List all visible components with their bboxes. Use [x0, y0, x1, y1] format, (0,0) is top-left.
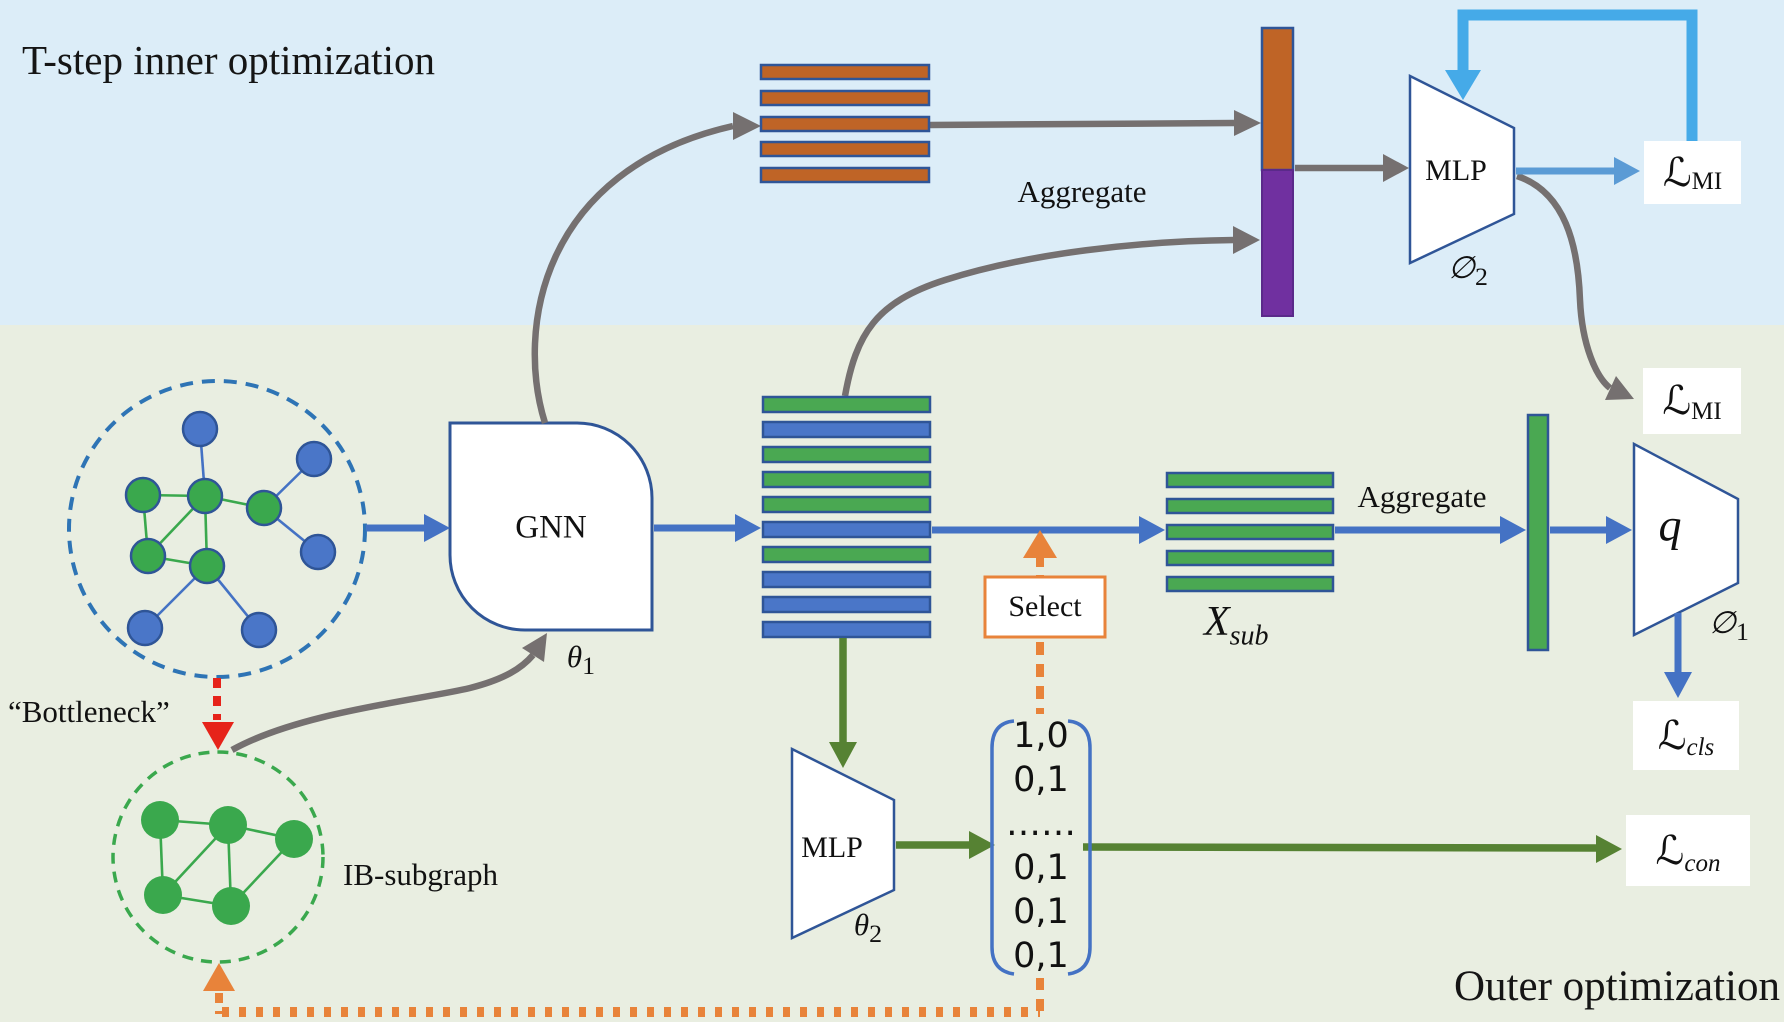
mlp-to-lmi-arrowhead [1614, 157, 1640, 185]
aggregate-bottom-label: Aggregate [1357, 479, 1487, 514]
ib-feedback-arrowhead [203, 963, 235, 991]
blue-arrows [366, 524, 1682, 674]
gnn-block [448, 421, 654, 632]
aggregated-negative-bar [1260, 26, 1295, 172]
embedding-bar-blue [761, 570, 932, 589]
outer-optimization-region [0, 325, 1784, 1022]
input-graph-nodes [124, 410, 337, 649]
ib-subgraph-dashed-circle [111, 750, 325, 964]
embedding-bar-green [1165, 575, 1335, 593]
embedding-bar-orange [759, 89, 931, 107]
ib-subgraph-label: IB-subgraph [343, 857, 498, 892]
vector-row: …… [1006, 804, 1076, 844]
aggregate-top-label: Aggregate [1017, 174, 1147, 209]
vector-row: 0,1 [1013, 892, 1069, 932]
theta1-label: θ1 [566, 638, 596, 681]
embedding-bar-green [761, 395, 932, 414]
subgraph-embedding-stack [1165, 471, 1335, 593]
phi2-label: ∅2 [1448, 249, 1488, 292]
q-label: q [1658, 499, 1682, 551]
embedding-bar-blue [761, 520, 932, 539]
gnn-label: GNN [515, 509, 587, 546]
vector-row: 0,1 [1013, 760, 1069, 800]
embedding-bar-green [761, 495, 932, 514]
ib-subgraph-nodes [141, 801, 313, 925]
mlp-inner-block [1408, 73, 1516, 265]
gnn-to-negbars-curve [531, 122, 734, 424]
embedding-bar-orange [759, 63, 931, 81]
negbars-to-bar-line [929, 119, 1235, 129]
aggregated-positive-bar [1261, 169, 1294, 317]
negative-embedding-stack [759, 63, 931, 184]
mlp-inner-label: MLP [1425, 154, 1487, 187]
blue-arrowheads [424, 514, 1692, 698]
embedding-bar-green [761, 445, 932, 464]
q-block [1632, 441, 1740, 638]
input-graph-dashed-circle [67, 379, 367, 679]
select-label: Select [1008, 590, 1082, 623]
mi-feedback-loop [1457, 9, 1698, 142]
embedding-bar-green [1165, 523, 1335, 541]
mi-feedback-arrowhead [1445, 70, 1481, 100]
xsub-label: Xsub [1204, 599, 1269, 652]
mlp-to-mi-curve [1515, 172, 1613, 391]
embedding-bar-blue [761, 420, 932, 439]
theta2-label: θ2 [853, 906, 883, 949]
gray-arrowheads [522, 110, 1634, 662]
aggregated-subgraph-bar [1526, 413, 1550, 652]
embedding-bar-green [1165, 549, 1335, 567]
gray-arrows [230, 119, 1613, 753]
mlp-outer-block [790, 746, 896, 940]
green-arrows [839, 638, 1597, 852]
embedding-bar-orange [759, 166, 931, 184]
inner-optimization-title: T-step inner optimization [22, 37, 435, 83]
bottleneck-arrowhead [202, 722, 234, 750]
green-arrowheads [829, 742, 1622, 863]
vector-row: 0,1 [1013, 848, 1069, 888]
vector-row: 1,0 [1013, 716, 1069, 756]
embedding-bar-green [761, 470, 932, 489]
outer-optimization-title: Outer optimization [1453, 963, 1780, 1010]
node-embedding-stack [761, 395, 932, 639]
embedding-bar-green [761, 545, 932, 564]
phi1-label: ∅1 [1709, 604, 1749, 647]
select-arrowhead [1023, 530, 1057, 558]
vector-to-lcon-arrow [1082, 843, 1597, 852]
embedding-bar-blue [761, 595, 932, 614]
vector-brackets [990, 719, 1092, 976]
bottleneck-label: “Bottleneck” [8, 694, 170, 729]
select-box [983, 575, 1107, 639]
vector-row: 0,1 [1013, 936, 1069, 976]
embedding-bar-orange [759, 115, 931, 133]
embedding-bar-green [1165, 497, 1335, 515]
bottleneck-to-gnn-curve [230, 652, 536, 753]
embedding-bar-blue [761, 620, 932, 639]
mlp-outer-label: MLP [801, 831, 863, 864]
stack-to-purple-curve [841, 236, 1235, 397]
embedding-bar-green [1165, 471, 1335, 489]
embedding-bar-orange [759, 140, 931, 158]
